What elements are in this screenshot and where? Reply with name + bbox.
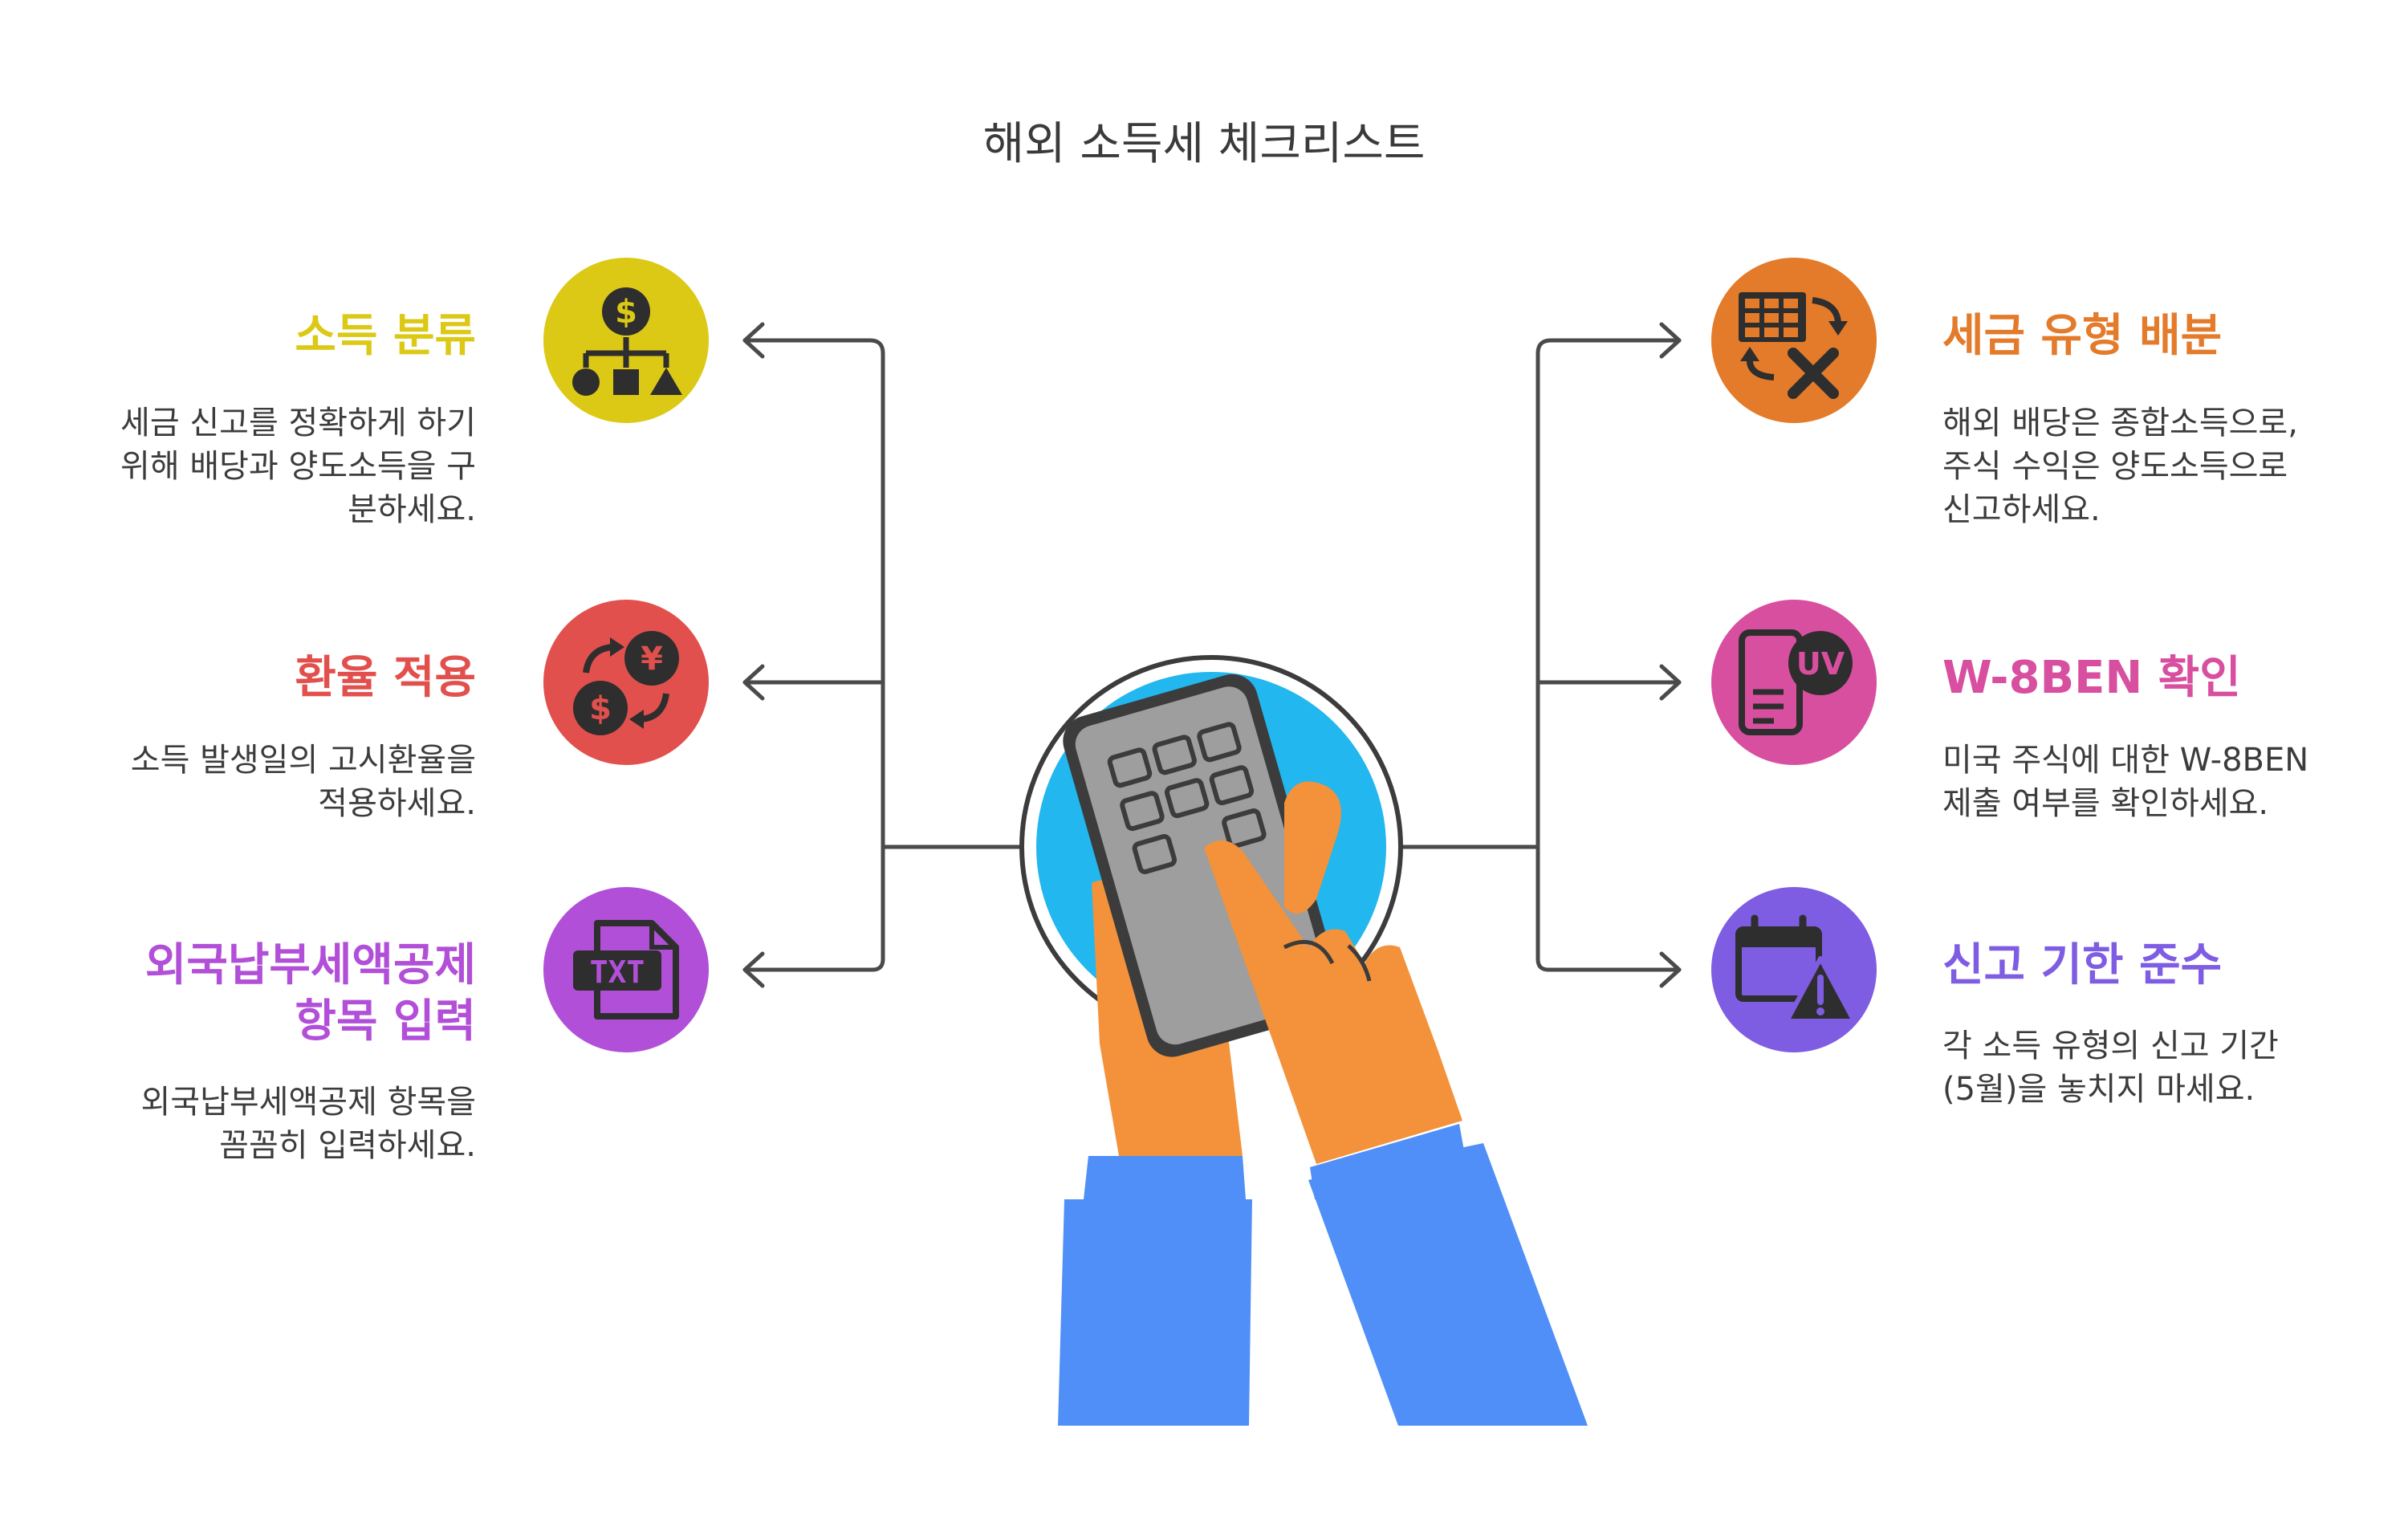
desc-line: 분하세요.: [348, 491, 476, 528]
desc-line: 각 소득 유형의 신고 기간: [1942, 1028, 2279, 1064]
svg-text:UV: UV: [1796, 646, 1845, 682]
desc-w8ben: 미국 주식에 대한 W-8BEN 제출 여부를 확인하세요.: [1942, 739, 2392, 825]
svg-text:$: $: [615, 294, 637, 331]
desc-line: 꼼꼼히 입력하세요.: [219, 1127, 476, 1164]
heading-tax-type: 세금 유형 배분: [1942, 310, 2223, 362]
heading-line: 항목 입력: [295, 995, 476, 1048]
currency-exchange-icon: ¥ $: [543, 600, 709, 765]
heading-income-classification: 소득 분류: [295, 310, 476, 362]
connector-left: [742, 338, 1023, 972]
heading-foreign-tax-credit: 외국납부세액공제 항목 입력: [0, 938, 476, 1050]
arrowheads-right: [1659, 322, 1682, 988]
desc-line: 신고하세요.: [1942, 491, 2101, 528]
desc-line: 세금 신고를 정확하게 하기: [120, 405, 476, 442]
form-uv-icon: UV: [1711, 600, 1877, 765]
tax-spreadsheet-icon: [1711, 258, 1877, 423]
heading-exchange-rate: 환율 적용: [295, 652, 476, 704]
calendar-warning-icon: [1711, 887, 1877, 1052]
connector-right: [1398, 338, 1682, 972]
desc-line: 적용하세요.: [318, 785, 476, 822]
desc-line: 소득 발생일의 고시환율을: [130, 742, 476, 779]
heading-line: 외국납부세액공제: [144, 939, 476, 991]
desc-income-classification: 세금 신고를 정확하게 하기 위해 배당과 양도소득을 구 분하세요.: [0, 401, 476, 531]
txt-file-icon: TXT: [543, 887, 709, 1052]
desc-line: 해외 배당은 종합소득으로,: [1942, 405, 2298, 442]
desc-line: 외국납부세액공제 항목을: [140, 1084, 476, 1121]
svg-text:TXT: TXT: [590, 954, 645, 990]
heading-filing-deadline: 신고 기한 준수: [1942, 939, 2223, 991]
svg-text:$: $: [589, 690, 612, 727]
desc-line: 주식 수익은 양도소득으로: [1942, 448, 2288, 485]
page-title: 해외 소득세 체크리스트: [982, 118, 1426, 170]
desc-filing-deadline: 각 소득 유형의 신고 기간 (5월)을 놓치지 마세요.: [1942, 1024, 2392, 1111]
connectors: [742, 322, 1682, 988]
desc-line: (5월)을 놓치지 마세요.: [1942, 1071, 2255, 1108]
desc-exchange-rate: 소득 발생일의 고시환율을 적용하세요.: [0, 739, 476, 825]
desc-line: 위해 배당과 양도소득을 구: [120, 448, 476, 485]
hands-calculator-icon: [1019, 655, 1588, 1426]
desc-line: 제출 여부를 확인하세요.: [1942, 785, 2269, 822]
desc-foreign-tax-credit: 외국납부세액공제 항목을 꼼꼼히 입력하세요.: [0, 1081, 476, 1167]
heading-w8ben: W-8BEN 확인: [1942, 652, 2241, 704]
desc-tax-type: 해외 배당은 종합소득으로, 주식 수익은 양도소득으로 신고하세요.: [1942, 401, 2392, 531]
income-classification-icon: $: [543, 258, 709, 423]
arrowheads-left: [742, 322, 765, 988]
svg-text:¥: ¥: [641, 641, 663, 678]
desc-line: 미국 주식에 대한 W-8BEN: [1942, 742, 2309, 779]
